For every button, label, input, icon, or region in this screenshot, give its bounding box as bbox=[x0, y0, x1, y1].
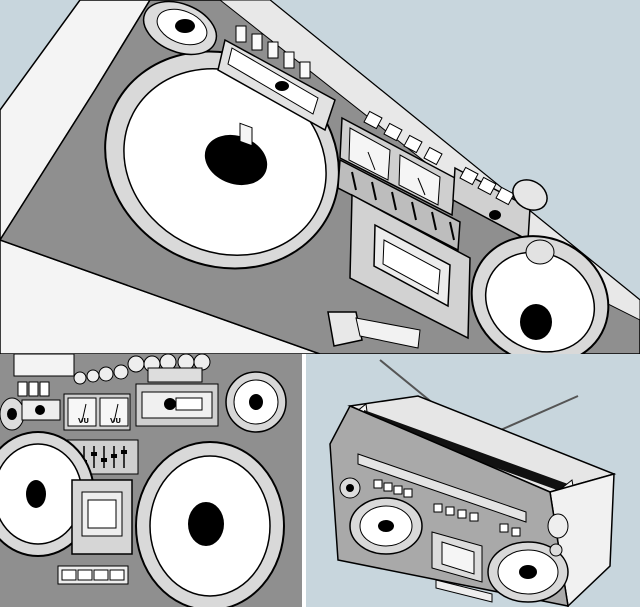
top-keys bbox=[363, 110, 443, 166]
preset-buttons bbox=[235, 25, 311, 79]
isometric-boombox-illustration bbox=[329, 359, 617, 607]
front-small-speaker bbox=[0, 397, 25, 431]
iso-buttons bbox=[373, 479, 521, 537]
front-view-panel: VU VU bbox=[0, 354, 302, 607]
front-preset-keys bbox=[17, 381, 61, 421]
handle-end bbox=[327, 311, 421, 349]
iso-handle-bottom bbox=[435, 579, 493, 603]
closeup-view-panel bbox=[0, 0, 640, 354]
large-woofer bbox=[104, 50, 340, 270]
tuner-panel bbox=[217, 38, 336, 147]
isometric-view-panel bbox=[306, 354, 640, 607]
iso-knob bbox=[547, 513, 569, 557]
iso-right-woofer bbox=[487, 541, 569, 603]
iso-small-speaker bbox=[339, 477, 361, 499]
front-handle bbox=[57, 565, 129, 585]
front-knobs bbox=[73, 354, 211, 385]
front-vu-meters: VU VU bbox=[63, 393, 131, 431]
vu-meter-block bbox=[339, 116, 456, 217]
closeup-boombox-illustration bbox=[0, 0, 640, 354]
front-left-woofer bbox=[0, 431, 95, 557]
right-woofer bbox=[470, 235, 610, 354]
iso-tuner-strip bbox=[357, 453, 527, 523]
front-right-woofer bbox=[135, 441, 285, 607]
front-tape-panel bbox=[135, 383, 219, 427]
equalizer-sliders bbox=[337, 158, 461, 252]
antenna-right bbox=[495, 395, 579, 433]
right-controls bbox=[452, 166, 548, 242]
iso-cassette bbox=[431, 531, 483, 583]
front-cassette bbox=[71, 479, 133, 555]
small-tweeter bbox=[142, 0, 218, 56]
cassette-deck bbox=[349, 193, 471, 340]
front-boombox-illustration: VU VU bbox=[0, 354, 302, 607]
iso-left-woofer bbox=[349, 497, 423, 555]
vu-label-right: VU bbox=[110, 417, 121, 425]
front-right-tweeter bbox=[225, 371, 287, 433]
vu-label-left: VU bbox=[78, 417, 89, 425]
